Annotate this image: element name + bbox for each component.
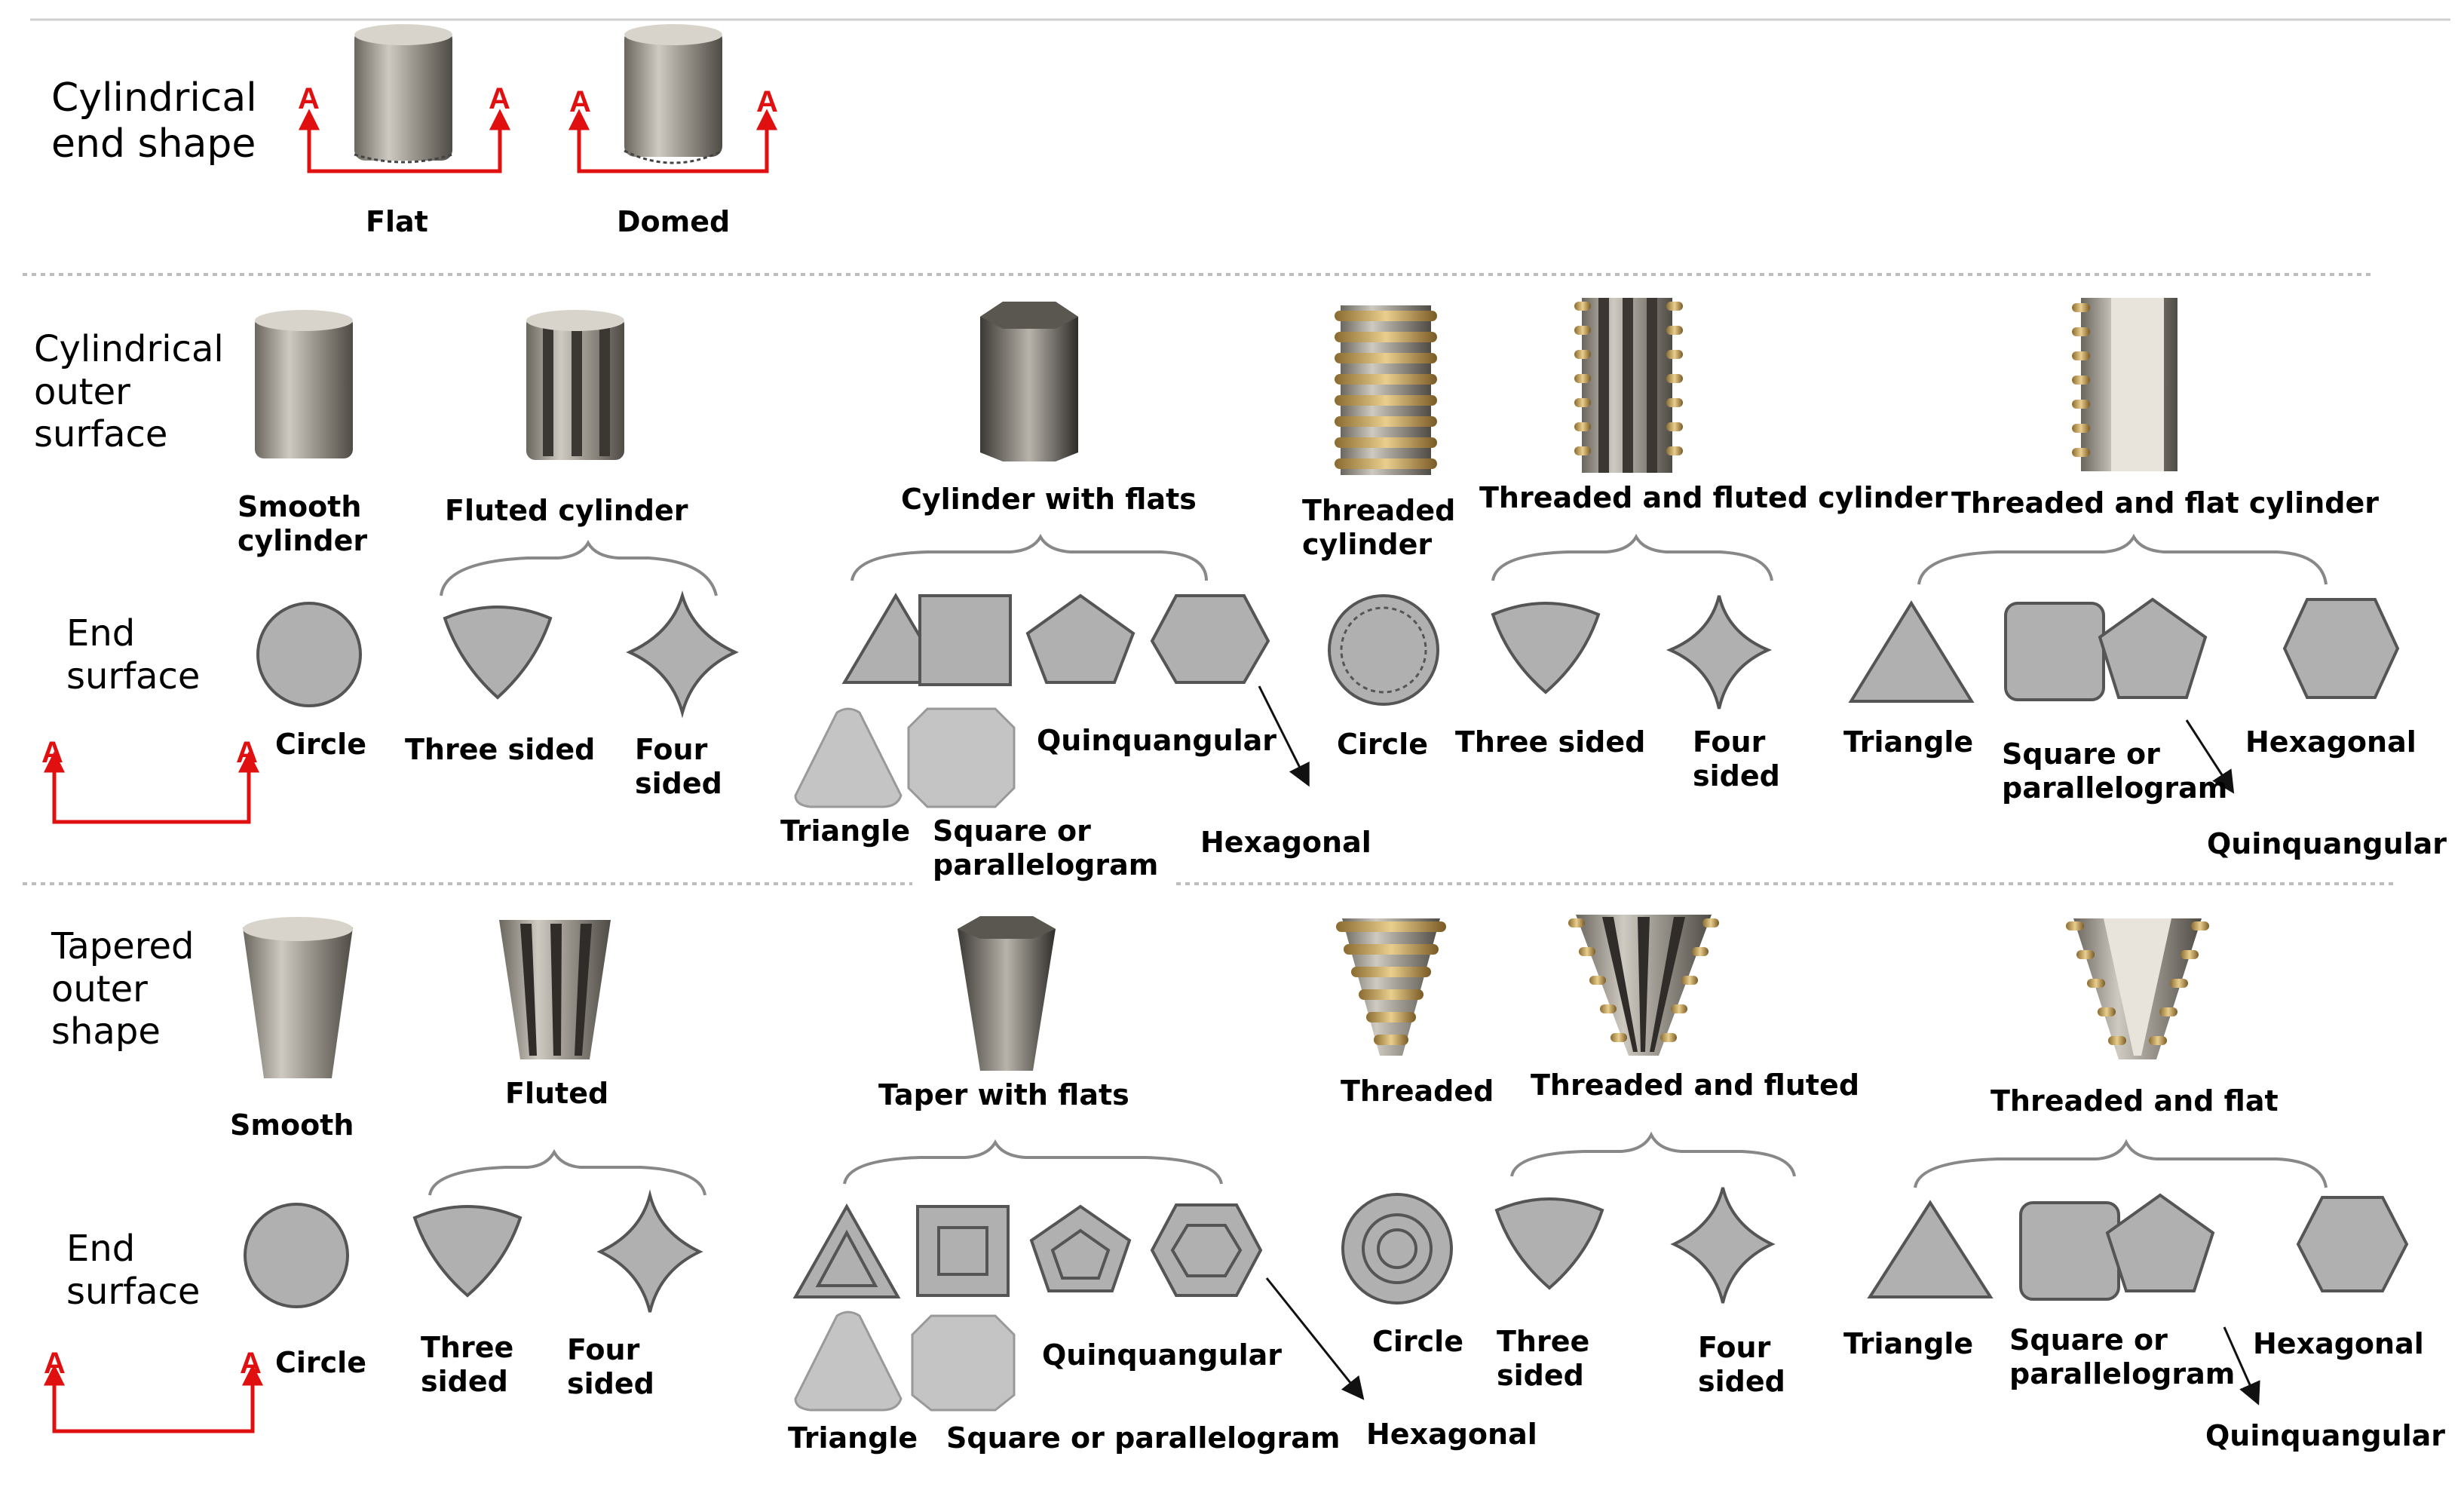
thr-flat-pentagon (2098, 597, 2208, 699)
circle-label: Circle (275, 1346, 366, 1379)
marker-a: A (41, 736, 63, 769)
brackets-row2 (440, 533, 2328, 596)
smooth-label: Smooth (230, 1108, 354, 1142)
flat-label: Flat (366, 205, 428, 238)
three-sided-label: Three sided (421, 1331, 514, 1398)
thr-flat-triangle (1848, 600, 1975, 703)
square-parallelogram-label: Square or parallelogram (2009, 1323, 2236, 1390)
four-sided-label: Four sided (635, 733, 722, 800)
threaded-fluted-cylinder-3d (1574, 298, 1683, 473)
brackets-row3 (428, 1131, 2328, 1196)
marker-a: A (756, 85, 778, 118)
square-parallelogram-label: Square or parallelogram (2002, 737, 2228, 805)
three-sided-label: Three sided (1455, 725, 1646, 759)
marker-a: A (298, 82, 320, 115)
marker-a: A (240, 1347, 262, 1380)
fluted-cylinder-label: Fluted cylinder (445, 494, 688, 527)
smooth-cylinder-3d (255, 310, 353, 458)
end-surface-title: End surface (66, 612, 201, 697)
end-surface-title: End surface (66, 1228, 201, 1313)
cylindrical-outer-surface-title: Cylindrical outer surface (34, 328, 224, 456)
fluted-taper-3d (499, 920, 611, 1059)
tapered-outer-shape-title: Tapered outer shape (51, 925, 195, 1053)
threaded-flat-label: Threaded and flat (1991, 1084, 2279, 1118)
four-sided-label: Four sided (1693, 725, 1780, 793)
triangle-label: Triangle (1843, 725, 1974, 759)
cylindrical-end-shape-title: Cylindrical end shape (51, 75, 257, 167)
threaded-circle (1328, 594, 1439, 706)
fluted-three-sided (443, 606, 553, 700)
threaded-flat-taper-3d (2066, 918, 2209, 1059)
threaded-label: Threaded (1341, 1075, 1494, 1108)
quinquangular-label: Quinquangular (1037, 724, 1277, 757)
threaded-fluted-label: Threaded and fluted (1531, 1068, 1860, 1102)
end-surfaces-row3-lower (794, 1311, 1016, 1412)
circle-end (256, 602, 362, 707)
marker-a: A (569, 85, 591, 118)
quinquangular-label: Quinquangular (2207, 827, 2447, 860)
thr-fluted-four (1666, 595, 1773, 710)
threaded-flat-cylinder-label: Threaded and flat cylinder (1951, 486, 2379, 520)
domed-end-cylinder (624, 24, 723, 164)
square-parallelogram-label: Square or parallelogram (946, 1421, 1341, 1455)
fluted-label: Fluted (505, 1077, 609, 1110)
thr-fluted-three (1491, 602, 1601, 694)
smooth-taper-3d (243, 917, 353, 1078)
section-mark-row2 (43, 751, 260, 824)
circle-label: Circle (1337, 728, 1428, 761)
threaded-flat-cylinder-3d (2072, 298, 2177, 471)
flats-square (918, 594, 1012, 686)
taper-with-flats-3d (958, 916, 1056, 1071)
four-sided-label: Four sided (567, 1333, 654, 1400)
cylinder-with-flats-3d (980, 302, 1078, 461)
threaded-fluted-cylinder-label: Threaded and fluted cylinder (1479, 481, 1948, 514)
arrows-row2 (1258, 685, 2235, 794)
flat-end-cylinder (354, 24, 453, 164)
three-sided-label: Three sided (1497, 1325, 1590, 1392)
hexagonal-label: Hexagonal (1200, 826, 1371, 859)
domed-label: Domed (617, 205, 731, 238)
threaded-fluted-taper-3d (1568, 915, 1719, 1056)
thr-flat-hexagon (2282, 598, 2400, 699)
marker-a: A (44, 1347, 66, 1380)
cylinder-with-flats-label: Cylinder with flats (901, 483, 1197, 516)
marker-a: A (489, 82, 510, 115)
threaded-cylinder-label: Threaded cylinder (1302, 494, 1456, 561)
quinquangular-label: Quinquangular (1042, 1338, 1283, 1372)
section-mark-flat (298, 109, 511, 173)
fluted-cylinder-3d (526, 310, 624, 460)
circle-label: Circle (275, 728, 366, 761)
thr-flat-square (2004, 602, 2105, 701)
section-mark-domed (568, 109, 778, 173)
end-surfaces-row3 (244, 1187, 2409, 1313)
end-surfaces-row2 (256, 590, 2400, 719)
triangle-label: Triangle (1843, 1327, 1974, 1360)
marker-a: A (236, 736, 258, 769)
triangle-label: Triangle (788, 1421, 918, 1455)
circle-label: Circle (1372, 1325, 1463, 1358)
threaded-cylinder-3d (1335, 305, 1437, 475)
arrows-row3 (1265, 1277, 2260, 1406)
flats-pentagon (1025, 593, 1135, 684)
hexagonal-label: Hexagonal (2253, 1327, 2424, 1360)
four-sided-label: Four sided (1698, 1331, 1785, 1398)
quinquangular-label: Quinquangular (2205, 1419, 2446, 1452)
triangle-label: Triangle (780, 814, 911, 848)
three-sided-label: Three sided (405, 733, 596, 766)
section-mark-row3 (43, 1364, 264, 1433)
hexagonal-label: Hexagonal (1366, 1418, 1537, 1451)
hexagonal-label: Hexagonal (2245, 725, 2416, 759)
flats-hexagon (1150, 594, 1270, 684)
end-surfaces-row2-lower (794, 707, 1016, 808)
taper-with-flats-label: Taper with flats (878, 1078, 1129, 1111)
smooth-cylinder-label: Smooth cylinder (238, 490, 368, 557)
threaded-taper-3d (1336, 918, 1446, 1056)
fluted-four-sided (626, 590, 739, 719)
square-parallelogram-label: Square or parallelogram (933, 814, 1159, 881)
